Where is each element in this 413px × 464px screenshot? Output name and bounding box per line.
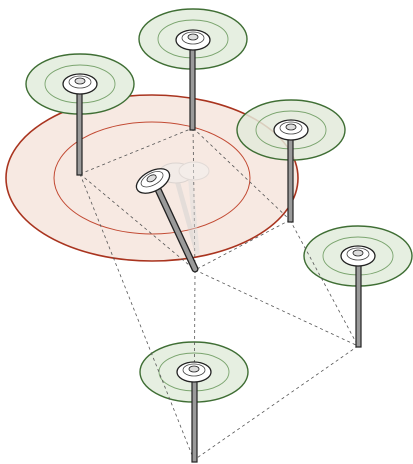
pole-far-right: [340, 245, 376, 348]
ghost-pole-icon: [158, 161, 210, 255]
pole-top: [175, 29, 211, 131]
active-range-inner: [53, 121, 251, 235]
link: [79, 173, 196, 271]
pole-right: [273, 119, 309, 223]
pole-upper-left: [62, 73, 98, 176]
pole-moving: [135, 168, 199, 273]
link: [192, 127, 291, 221]
link: [79, 127, 194, 175]
pole-bottom: [176, 361, 212, 463]
